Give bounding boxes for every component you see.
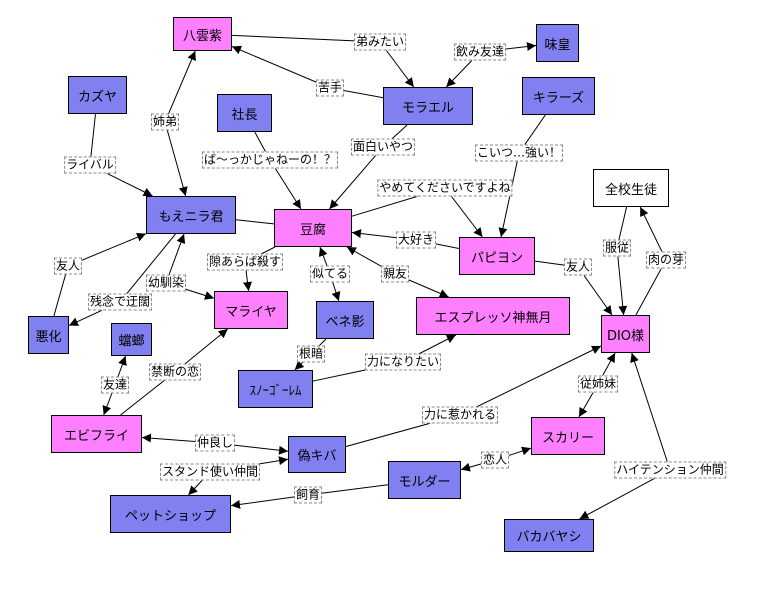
edge-zenko-dio <box>616 206 628 316</box>
edge-label: 力に惹かれる <box>421 406 499 424</box>
node-zenko: 全校生徒 <box>593 169 669 207</box>
node-kazuya: カズヤ <box>68 76 127 114</box>
edge-label: ライバル <box>64 156 116 174</box>
node-benekage: ベネ影 <box>316 301 374 339</box>
edge-label: 苦手 <box>315 79 345 97</box>
node-shacho: 社長 <box>217 94 272 132</box>
edge-label: 飲み友達 <box>453 43 507 61</box>
edge-label: 肉の芽 <box>645 251 687 269</box>
node-akka: 悪化 <box>28 316 69 354</box>
node-espresso: エスプレッソ神無月 <box>416 297 570 335</box>
edge-label: 姉弟 <box>150 113 180 131</box>
edge-label: スタンド使い仲間 <box>159 463 261 481</box>
node-bakabayashi: バカバヤシ <box>504 519 594 552</box>
edge-kazuya-moenira <box>89 113 153 197</box>
edge-label: 弟みたい <box>353 33 407 51</box>
edge-label: 根暗 <box>296 345 326 363</box>
node-petshop: ペットショップ <box>110 495 231 533</box>
node-mulder: モルダー <box>388 461 461 499</box>
edge-label: 残念で迂闊 <box>87 293 153 311</box>
edge-label: 似てる <box>309 265 351 283</box>
edge-label: 友人 <box>563 258 593 276</box>
node-ebifry: エビフライ <box>51 415 142 453</box>
edge-label: 幼馴染 <box>145 274 187 292</box>
edge-moenira-tofu <box>235 219 275 225</box>
edge-label: 仲良し <box>194 434 236 452</box>
edge-label: 飼育 <box>293 486 323 504</box>
node-killers: キラーズ <box>522 77 595 115</box>
node-snowgolem: ｽﾉｰｺﾞｰﾚﾑ <box>238 370 313 408</box>
node-mariah: マライヤ <box>214 291 288 329</box>
edge-label: 禁断の恋 <box>148 363 202 381</box>
node-dio: DIO様 <box>601 315 650 353</box>
edge-label: 面白いやつ <box>350 138 416 156</box>
edge-label: 力になりたい <box>364 353 442 371</box>
edge-label: 従姉妹 <box>577 375 619 393</box>
edge-morarael-yakumo <box>231 45 384 99</box>
edge-label: 友達 <box>100 376 130 394</box>
node-papillon: パピヨン <box>459 237 535 275</box>
edge-label: 服従 <box>602 239 632 257</box>
edge-label: 恋人 <box>480 451 510 469</box>
node-tofu: 豆腐 <box>274 209 352 247</box>
edge-shacho-tofu <box>254 131 302 210</box>
node-kamakiri: 蟷螂 <box>111 323 152 356</box>
edge-label: こいつ…強い！ <box>474 144 564 162</box>
edge-killers-papillon <box>498 114 546 238</box>
edge-label: 隙あらば殺す <box>206 253 284 271</box>
node-morarael: モラエル <box>383 87 473 125</box>
edge-label: ハイテンション仲間 <box>614 461 726 479</box>
edge-label: やめてくださいですよね <box>377 179 513 197</box>
edge-label: 大好き <box>395 231 437 249</box>
edge-label: ば～っかじゃねーの！？ <box>201 151 339 169</box>
node-nisekiba: 偽キバ <box>288 436 346 473</box>
edge-label: 友人 <box>53 257 83 275</box>
node-scully: スカリー <box>531 417 605 455</box>
node-yakumo: 八雲紫 <box>173 17 232 51</box>
node-moenira: もえニラ君 <box>146 196 236 234</box>
edge-label: 親友 <box>380 265 410 283</box>
node-ajio: 味皇 <box>536 24 579 62</box>
